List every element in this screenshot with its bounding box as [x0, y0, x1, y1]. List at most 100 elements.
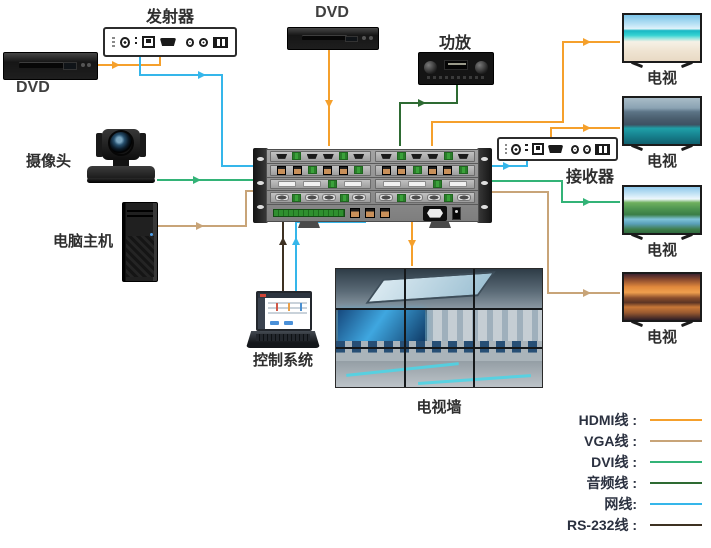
wall-grid-line — [404, 269, 407, 387]
terminal-block-icon — [308, 166, 318, 175]
camera-base — [87, 166, 155, 183]
arrow-icon — [112, 61, 120, 69]
vga-card-row — [267, 191, 478, 206]
rj45-port-icon — [338, 165, 348, 175]
arrow-icon — [418, 99, 426, 107]
back-wall — [426, 309, 542, 343]
camera-label: 摄像头 — [26, 153, 72, 170]
dvd-button — [80, 63, 85, 68]
disc-tray — [18, 61, 66, 69]
tv-screen-1 — [622, 13, 702, 69]
rj45-port-icon — [277, 165, 287, 175]
vga-port-icon — [379, 194, 393, 202]
legend-item-dvi: DVI线 : — [520, 453, 702, 470]
chart-bar — [300, 303, 302, 311]
dip-dots-icon — [134, 37, 138, 47]
rj45-port-icon — [142, 36, 155, 48]
terminal-block-icon — [458, 166, 468, 175]
legend-label: RS-232线 : — [566, 516, 637, 533]
hdmi-port-icon — [159, 38, 177, 46]
transmitter-device — [103, 27, 237, 57]
dvd-button — [87, 63, 92, 68]
arrow-icon — [583, 38, 591, 46]
tv-screen-4 — [622, 272, 702, 328]
rj45-port-icon — [365, 208, 375, 219]
terminal-block-icon — [292, 152, 302, 161]
terminal-block-icon — [412, 166, 422, 175]
arrow-icon — [583, 124, 591, 132]
cable-transmitter-to-matrix — [139, 57, 253, 167]
legend-line-swatch — [650, 460, 702, 463]
hdmi-port-icon — [427, 153, 439, 159]
arrow-icon — [408, 240, 416, 248]
rj45-port-icon — [381, 165, 391, 175]
chassis-connector — [429, 222, 451, 228]
hdmi-port-icon — [411, 153, 423, 159]
wall-grid-line — [336, 347, 542, 350]
audio-jack-icon — [186, 37, 195, 47]
rj45-port-icon — [380, 208, 390, 219]
terminal-block-icon — [443, 152, 453, 161]
terminal-block-icon — [212, 36, 228, 48]
audio-jack-icon — [199, 37, 208, 47]
legend-label: DVI线 : — [591, 453, 637, 470]
terminal-block-icon — [432, 180, 442, 189]
power-switch-icon — [452, 206, 461, 220]
vga-card — [374, 192, 475, 204]
terminal-block-icon — [396, 193, 406, 202]
tv-wall-label: 电视墙 — [416, 399, 462, 416]
terminal-block-icon — [354, 166, 364, 175]
laptop-screen — [256, 291, 312, 331]
chart-bar — [288, 303, 290, 311]
rj45-port-icon — [292, 165, 302, 175]
vga-port-icon — [456, 194, 471, 202]
dvd-left-label: DVD — [16, 79, 50, 96]
legend-item-rs232: RS-232线 : — [520, 516, 702, 533]
vga-port-icon — [322, 194, 336, 202]
rj45-port-icon — [531, 143, 544, 155]
vga-port-icon — [304, 194, 319, 202]
amplifier-device — [418, 52, 494, 85]
legend-label: 音频线 : — [586, 474, 637, 491]
hdmi-port-icon — [276, 153, 288, 159]
network-card — [270, 164, 371, 176]
vga-port-icon — [274, 194, 289, 202]
arrow-icon — [196, 222, 204, 230]
camera-lens-icon — [108, 130, 134, 156]
power-jack-icon — [511, 143, 522, 155]
rj45-port-icon — [350, 208, 360, 219]
arrow-icon — [583, 198, 591, 206]
dvi-port-icon — [407, 181, 426, 188]
amp-buttons — [427, 76, 485, 79]
port-text — [112, 36, 115, 48]
rj45-port-icon — [397, 165, 407, 175]
control-power-row — [267, 205, 478, 221]
legend-line-swatch — [650, 418, 702, 421]
audio-jack-icon — [571, 144, 580, 154]
dvi-card — [270, 178, 371, 190]
legend-line-swatch — [650, 439, 702, 442]
tv4-label: 电视 — [646, 329, 677, 346]
legend-item-audio: 音频线 : — [520, 474, 702, 491]
dvi-port-icon — [344, 181, 363, 188]
rack-ear — [253, 148, 268, 223]
arrow-icon — [325, 100, 333, 108]
rj45-port-icon — [427, 165, 437, 175]
legend-line-swatch — [650, 481, 702, 484]
rj45-port-icon — [323, 165, 333, 175]
amplifier-label: 功放 — [438, 35, 471, 52]
tv1-label: 电视 — [646, 70, 677, 87]
terminal-strip-icon — [273, 209, 345, 218]
terminal-block-icon — [328, 180, 338, 189]
legend-item-net: 网线: — [520, 495, 702, 512]
camera-arm — [139, 133, 146, 157]
power-jack-icon — [119, 36, 130, 48]
arrow-icon — [193, 176, 201, 184]
dvd-button — [368, 36, 373, 41]
network-card — [374, 164, 475, 176]
receiver-device — [497, 137, 618, 161]
arrow-icon — [583, 289, 591, 297]
ptz-camera-device — [85, 128, 157, 187]
legend-line-swatch — [650, 523, 702, 526]
